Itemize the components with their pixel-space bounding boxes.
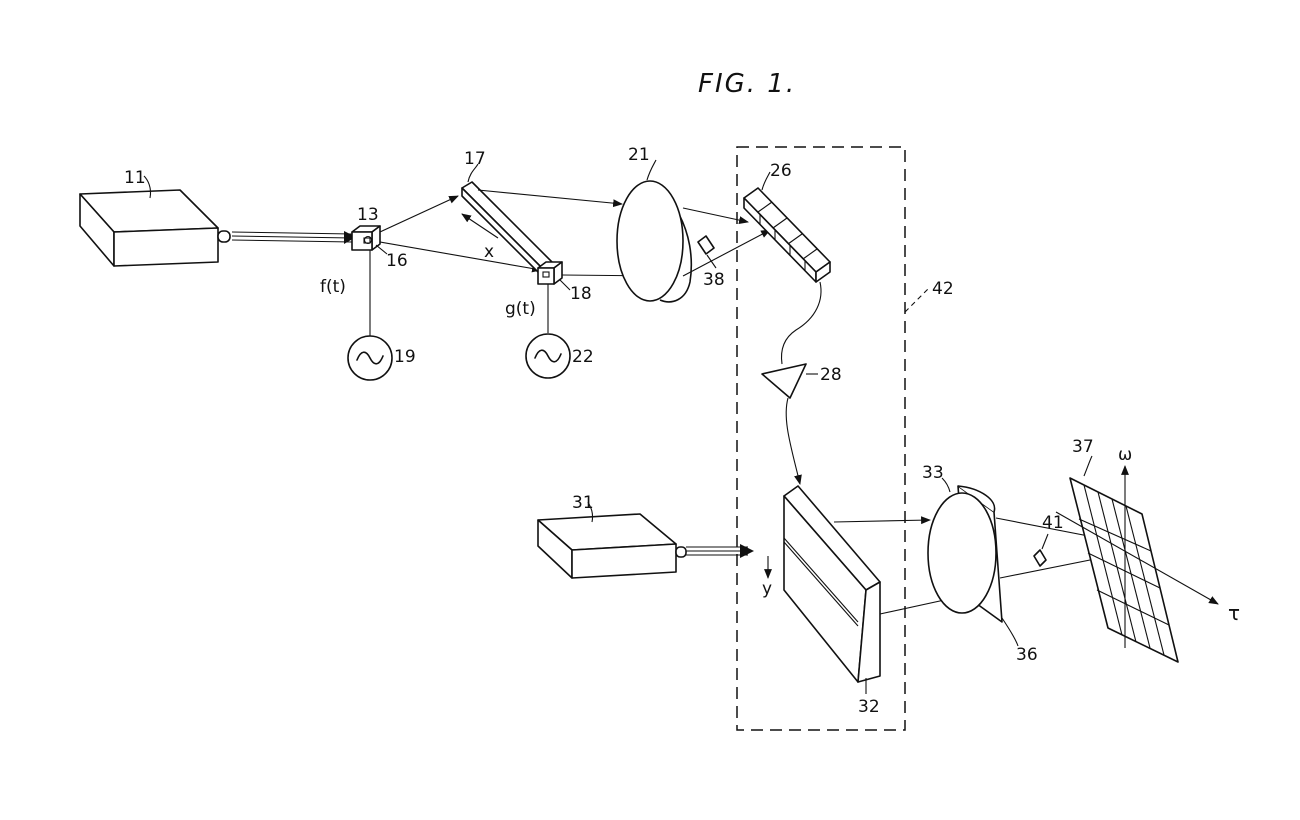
label-modulator-b: 32 xyxy=(858,697,880,717)
label-lens-a: 21 xyxy=(628,145,650,165)
label-lens-b: 33 xyxy=(922,463,944,483)
modulator-cube-13 xyxy=(351,225,381,251)
dashed-enclosure-42 xyxy=(736,146,906,731)
label-laser-top: 11 xyxy=(124,168,146,188)
label-output-plane: 37 xyxy=(1072,437,1094,457)
lens-21 xyxy=(616,180,693,303)
laser-source-bottom xyxy=(537,513,687,579)
label-f-signal: f(t) xyxy=(320,277,346,297)
label-cylinder-lens: 36 xyxy=(1016,645,1038,665)
lens-33 xyxy=(927,492,997,614)
label-axis-omega: ω xyxy=(1118,445,1132,465)
label-scanner-bar: 17 xyxy=(464,149,486,169)
output-plane-37 xyxy=(1069,477,1179,663)
oscillator-22 xyxy=(525,333,571,379)
label-amplifier: 28 xyxy=(820,365,842,385)
figure-title: FIG. 1. xyxy=(698,69,796,99)
label-axis-tau: τ xyxy=(1228,601,1240,625)
label-mask-a: 38 xyxy=(703,270,725,290)
label-axis-y: y xyxy=(762,579,772,599)
label-axis-x: x xyxy=(484,242,494,262)
label-osc-b: 22 xyxy=(572,347,594,367)
label-dashed-box: 42 xyxy=(932,279,954,299)
mask-41 xyxy=(1033,549,1047,567)
transducer-18 xyxy=(537,261,563,285)
label-modulator-a-cell: 16 xyxy=(386,251,408,271)
laser-beam-top xyxy=(231,231,356,244)
modulator-32 xyxy=(783,485,881,683)
mask-38 xyxy=(697,235,715,255)
detector-array-26 xyxy=(743,187,831,283)
label-g-signal: g(t) xyxy=(505,299,536,319)
label-laser-bottom: 31 xyxy=(572,493,594,513)
oscillator-19 xyxy=(347,335,393,381)
laser-source-top xyxy=(79,189,231,267)
label-modulator-a: 13 xyxy=(357,205,379,225)
label-scanner-cell: 18 xyxy=(570,284,592,304)
amplifier-28 xyxy=(761,363,807,399)
label-osc-a: 19 xyxy=(394,347,416,367)
label-detector-array: 26 xyxy=(770,161,792,181)
laser-beam-bottom xyxy=(686,544,754,558)
